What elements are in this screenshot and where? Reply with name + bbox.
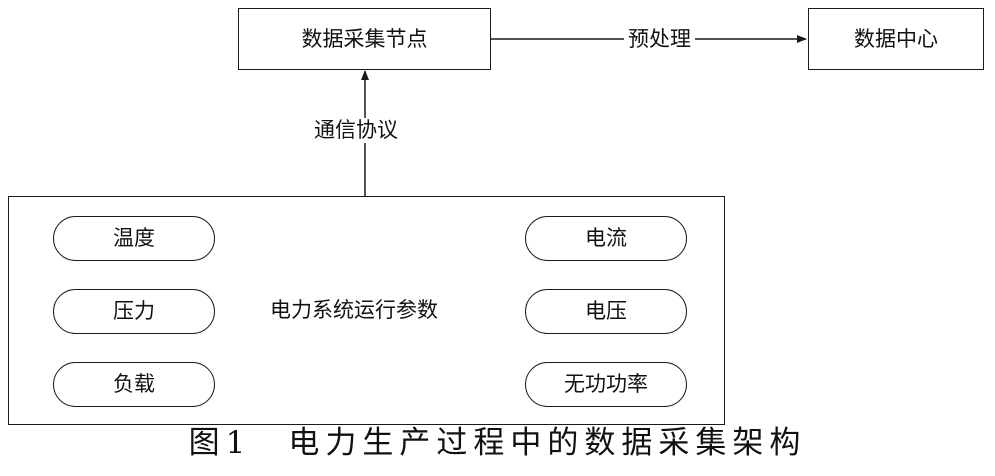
- param-voltage: 电压: [525, 289, 687, 334]
- param-temperature-label: 温度: [113, 226, 155, 250]
- param-pressure-label: 压力: [113, 299, 155, 323]
- protocol-label: 通信协议: [310, 118, 402, 143]
- param-current-label: 电流: [585, 226, 627, 250]
- collector-node: 数据采集节点: [238, 8, 491, 70]
- param-voltage-label: 电压: [585, 299, 627, 323]
- param-reactive-power-label: 无功功率: [564, 372, 648, 396]
- param-current: 电流: [525, 216, 687, 261]
- param-pressure: 压力: [53, 289, 215, 334]
- figure-caption: 图1 电力生产过程中的数据采集架构: [188, 425, 807, 461]
- collector-node-label: 数据采集节点: [301, 26, 428, 51]
- system-params-label: 电力系统运行参数: [270, 298, 438, 322]
- datacenter-node: 数据中心: [808, 8, 984, 70]
- param-temperature: 温度: [53, 216, 215, 261]
- param-load: 负载: [53, 362, 215, 407]
- preprocess-label: 预处理: [624, 29, 695, 50]
- param-reactive-power: 无功功率: [525, 362, 687, 407]
- datacenter-node-label: 数据中心: [854, 26, 938, 51]
- param-load-label: 负载: [113, 372, 155, 396]
